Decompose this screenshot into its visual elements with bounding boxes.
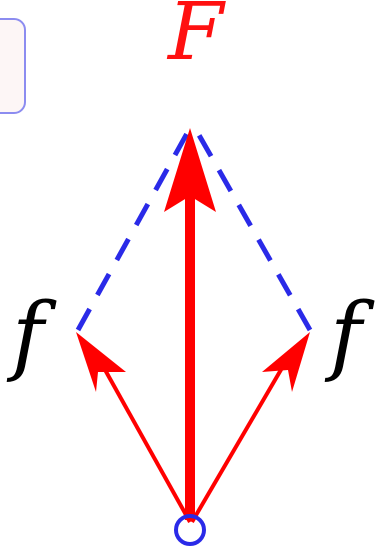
resultant-arrowhead: [164, 128, 216, 212]
right-component-label: f: [330, 285, 362, 385]
left-component-arrow: [102, 367, 192, 523]
left-component-label: f: [12, 285, 44, 385]
corner-box: [0, 18, 26, 114]
resultant-label: F: [168, 0, 224, 78]
origin-circle: [174, 514, 206, 546]
dashed-line-left: [75, 126, 193, 332]
right-arrowhead: [262, 332, 310, 392]
left-arrowhead: [76, 332, 126, 392]
right-component-arrow: [190, 366, 284, 524]
dashed-line-right: [192, 126, 313, 332]
